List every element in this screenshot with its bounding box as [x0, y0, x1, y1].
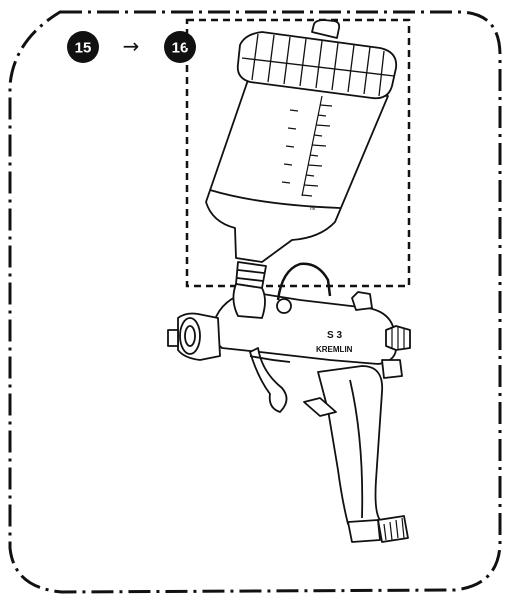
spray-gun — [167, 262, 411, 543]
paint-cup — [205, 19, 398, 289]
step-to-badge: 16 — [164, 31, 196, 63]
cup-scale-unit: ml — [310, 206, 315, 212]
gun-model-label: S 3 — [327, 330, 342, 341]
highlight-box — [185, 18, 411, 288]
outer-frame — [8, 10, 502, 594]
right-arrow-icon: → — [123, 34, 140, 58]
gun-brand-label: KREMLIN — [316, 345, 353, 354]
step-from-label: 15 — [75, 40, 92, 57]
cup-scale — [281, 95, 333, 197]
step-to-label: 16 — [172, 40, 189, 57]
step-from-badge: 15 — [67, 31, 99, 63]
